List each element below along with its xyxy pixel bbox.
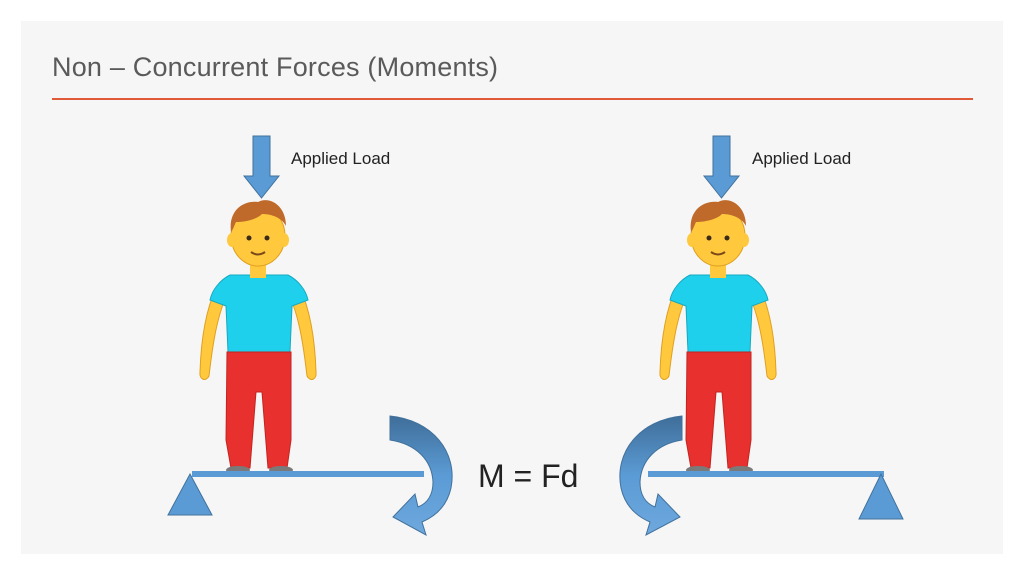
slide-title: Non – Concurrent Forces (Moments): [52, 52, 499, 82]
slide-background: [21, 21, 1003, 554]
right-person-neck: [710, 264, 726, 278]
left-support-triangle: [167, 472, 213, 516]
left-person-figure: [199, 200, 317, 474]
left-person-right-arm: [291, 286, 317, 380]
moment-formula: M = Fd: [478, 458, 579, 494]
left-moment-arrow: [389, 415, 453, 537]
left-person-eye-left: [246, 235, 252, 241]
right-person-pants: [685, 351, 752, 469]
right-moment-arrow: [619, 415, 683, 537]
title-divider: [52, 98, 973, 100]
right-person-eye-right: [724, 235, 730, 241]
right-person-figure: [659, 200, 777, 474]
left-panel: [167, 135, 453, 537]
right-person-mouth: [710, 251, 726, 256]
right-applied-load-label: Applied Load: [752, 149, 852, 168]
right-person-eye-left: [706, 235, 712, 241]
left-person-hair: [230, 200, 286, 232]
left-person-ear-left: [227, 233, 237, 247]
left-person-shirt: [209, 274, 309, 353]
left-person-mouth: [250, 251, 266, 256]
left-applied-load-label: Applied Load: [291, 149, 391, 168]
right-panel: [619, 135, 904, 537]
left-person-ear-right: [279, 233, 289, 247]
left-person-pants: [225, 351, 292, 469]
left-beam: [192, 471, 424, 477]
right-person-hair: [690, 200, 746, 232]
right-person-left-arm: [659, 286, 685, 380]
right-person-ear-left: [687, 233, 697, 247]
left-person-left-arm: [199, 286, 225, 380]
right-person-ear-right: [739, 233, 749, 247]
right-beam: [648, 471, 884, 477]
left-applied-load-arrow: [242, 135, 281, 199]
left-person-eye-right: [264, 235, 270, 241]
right-person-shirt: [669, 274, 769, 353]
left-person-neck: [250, 264, 266, 278]
right-applied-load-arrow: [702, 135, 741, 199]
right-person-right-arm: [751, 286, 777, 380]
right-support-triangle: [858, 472, 904, 520]
